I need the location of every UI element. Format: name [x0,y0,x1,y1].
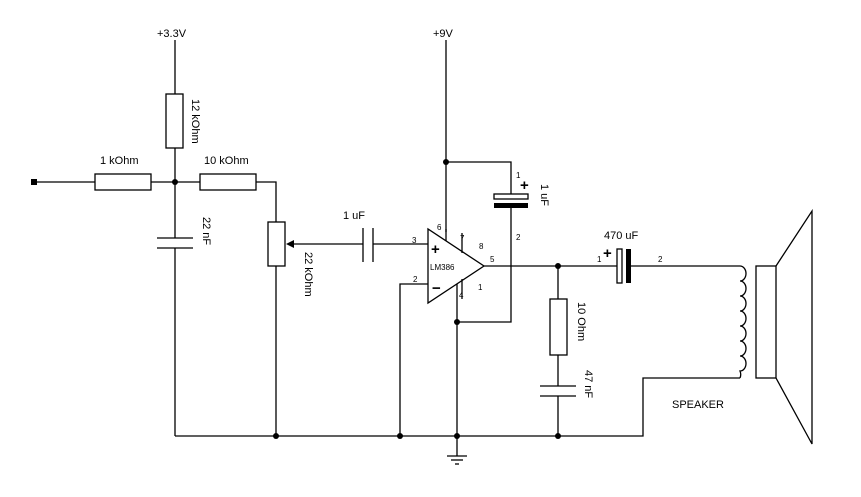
resistor-10-ohm-label: 10 Ohm [575,302,587,341]
wire-pin2 [399,283,430,436]
wires [36,40,740,456]
wire-ground-bus [175,377,740,437]
potentiometer-22k [267,221,286,267]
junctions [172,159,561,439]
rail-3v3-label: +3.3V [157,28,187,40]
capacitor-1uf-bypass-pin2: 2 [516,233,521,242]
speaker-cone [775,208,813,445]
capacitor-470uf-pin1: 1 [597,255,602,264]
capacitor-22nf [157,237,193,249]
potentiometer-wiper-arrow [286,240,294,248]
potentiometer-22k-label: 22 kOhm [302,252,314,297]
capacitor-470uf [616,248,631,284]
lm386-plus-sign: + [431,241,440,258]
lm386-pin2: 2 [413,275,418,284]
resistor-10k [199,173,257,191]
lm386-pin7: 7 [460,234,465,243]
lm386-pin3: 3 [412,236,417,245]
junction-dot [555,263,561,269]
lm386-minus-sign: − [432,280,441,297]
junction-dot [443,159,449,165]
lm386-pin6: 6 [437,223,442,232]
resistor-1k [94,173,152,191]
resistor-12k [165,93,184,149]
rail-9v-label: +9V [433,28,454,40]
junction-dot [273,433,279,439]
input-terminal [31,179,37,185]
junction-dot [172,179,178,185]
lm386-pin8: 8 [479,242,484,251]
lm386-pin5: 5 [490,255,495,264]
capacitor-470uf-plus: + [603,245,612,262]
lm386-pin4: 4 [459,291,464,300]
junction-dot [397,433,403,439]
capacitor-22nf-label: 22 nF [200,217,212,245]
capacitor-1uf-bypass-plus: + [520,177,529,194]
capacitor-470uf-pin2: 2 [658,255,663,264]
capacitor-1uf-bypass [493,193,529,208]
speaker-coil [739,265,747,379]
capacitor-47nf-label: 47 nF [582,370,594,398]
resistor-10k-label: 10 kOhm [204,155,249,167]
junction-dot [555,433,561,439]
resistor-10-ohm [549,298,568,356]
lm386-amplifier [427,227,486,305]
capacitor-47nf [540,385,576,397]
junction-dot [454,319,460,325]
ground-symbol [447,455,467,465]
capacitor-1uf-input-label: 1 uF [343,210,365,222]
speaker-label: SPEAKER [672,399,724,411]
lm386-pin1: 1 [478,283,483,292]
lm386-name: LM386 [430,263,455,272]
capacitor-1uf-input [362,228,374,262]
resistor-1k-label: 1 kOhm [100,155,139,167]
speaker-magnet [755,265,777,379]
wire-9v-rail [445,40,512,323]
junction-dot [454,433,460,439]
resistor-12k-label: 12 kOhm [189,99,201,144]
capacitor-1uf-bypass-pin1: 1 [516,171,521,180]
capacitor-1uf-bypass-label: 1 uF [538,184,550,206]
capacitor-470uf-label: 470 uF [604,230,639,242]
